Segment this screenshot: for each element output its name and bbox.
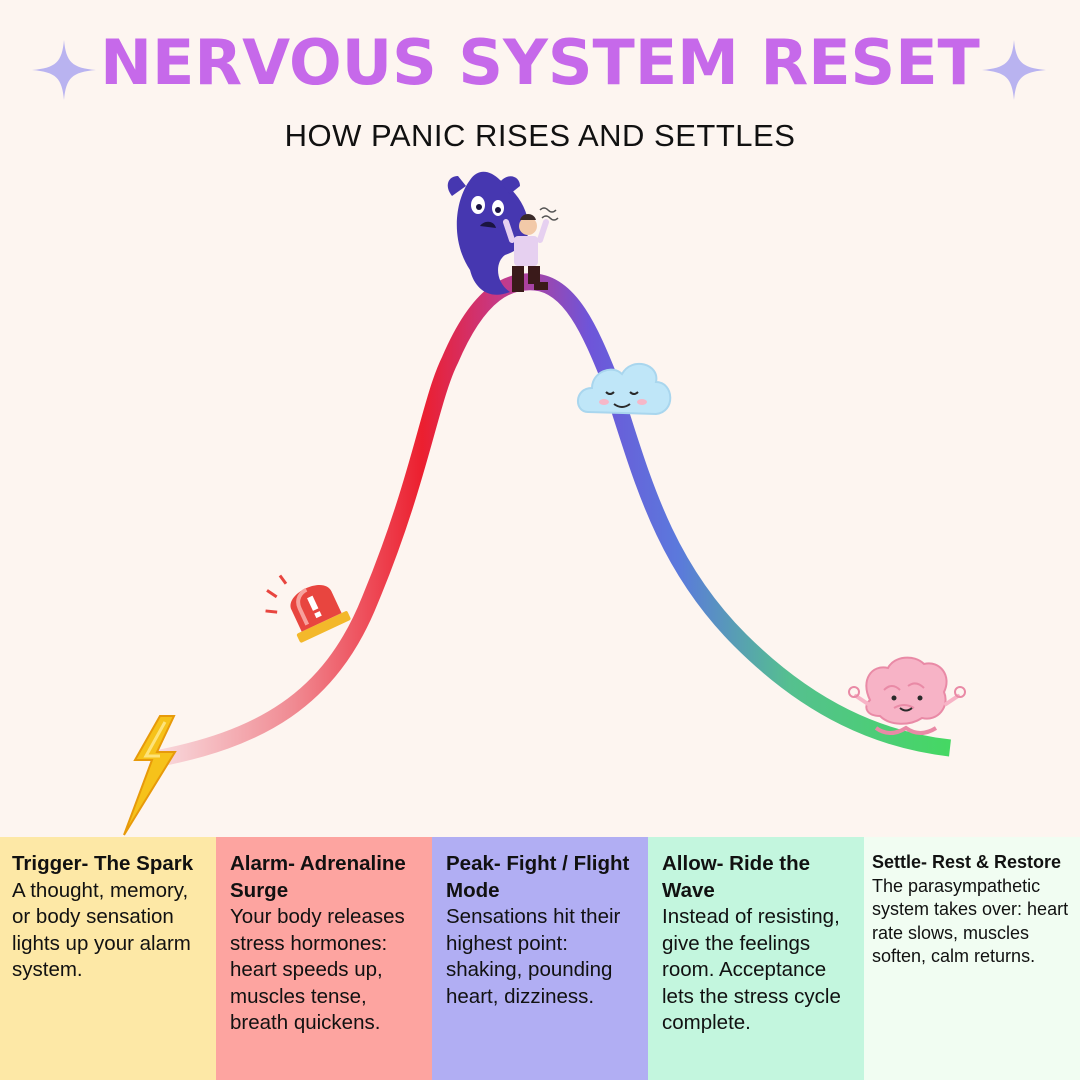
stage-title: Peak- Fight / Flight Mode — [446, 852, 630, 902]
stage-title: Trigger- The Spark — [12, 852, 194, 875]
stage-body: The parasympathetic system takes over: h… — [872, 875, 1069, 967]
page-subtitle: HOW PANIC RISES AND SETTLES — [284, 118, 796, 153]
stage-card-trigger: Trigger- The Spark A thought, memory, or… — [0, 837, 216, 1080]
page-title: NERVOUS SYSTEM RESET — [100, 26, 980, 99]
stages-panel-row: Trigger- The Spark A thought, memory, or… — [0, 837, 1080, 1080]
alarm-siren-icon — [265, 574, 351, 643]
panic-monster-icon — [447, 171, 559, 295]
calm-cloud-icon — [577, 363, 672, 416]
stage-body: Instead of resisting, give the feelings … — [662, 905, 841, 1034]
stage-title: Settle- Rest & Restore — [872, 852, 1062, 872]
lightning-icon — [123, 715, 177, 836]
stage-body: Your body releases stress hormones: hear… — [230, 905, 405, 1034]
stage-card-allow: Allow- Ride the Wave Instead of resistin… — [648, 837, 864, 1080]
stage-title: Allow- Ride the Wave — [662, 852, 811, 902]
sparkle-icon-right — [982, 40, 1046, 100]
panic-curve-diagram — [123, 171, 966, 836]
meditating-brain-icon — [848, 656, 966, 735]
panic-wave-curve — [148, 273, 951, 769]
sparkle-icon-left — [32, 40, 96, 100]
stage-body: Sensations hit their highest point: shak… — [446, 905, 621, 1008]
stage-card-alarm: Alarm- Adrenaline Surge Your body releas… — [216, 837, 432, 1080]
stage-card-settle: Settle- Rest & Restore The parasympathet… — [864, 837, 1080, 1080]
stage-body: A thought, memory, or body sensation lig… — [12, 878, 191, 982]
stage-card-peak: Peak- Fight / Flight Mode Sensations hit… — [432, 837, 648, 1080]
stage-title: Alarm- Adrenaline Surge — [230, 852, 406, 902]
